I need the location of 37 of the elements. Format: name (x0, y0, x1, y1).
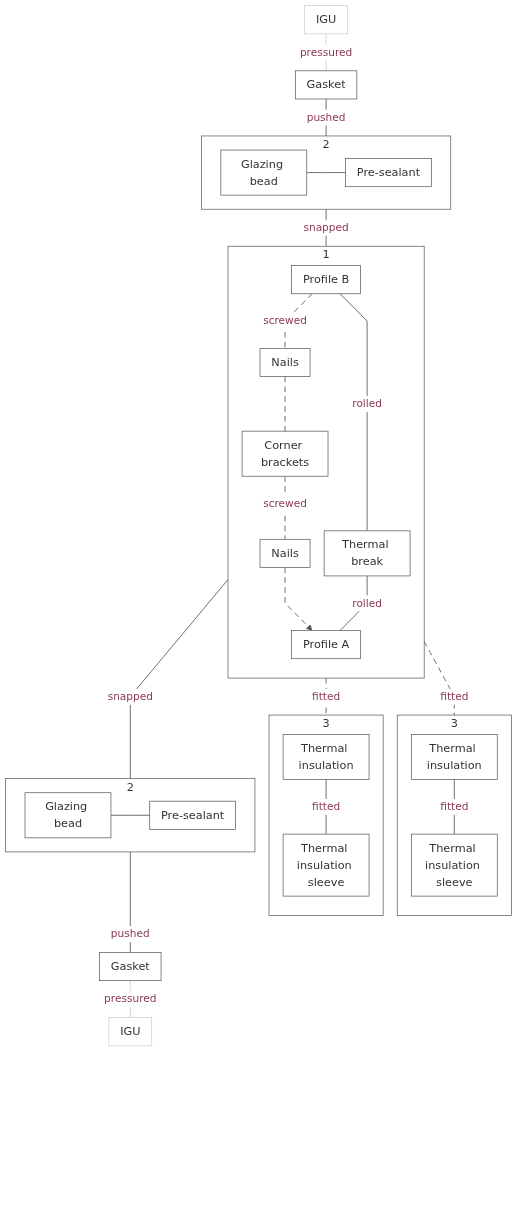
node-box: Corner brackets (241, 430, 329, 477)
node-box: IGU (108, 1017, 153, 1047)
edge-label: rolled (352, 397, 382, 411)
connector (110, 814, 151, 816)
node-box: Nails (259, 538, 311, 568)
edge-label: screwed (263, 497, 307, 510)
node-box: Glazing bead (220, 149, 308, 196)
edge-label: fitted (312, 690, 341, 703)
edge-label: snapped (107, 690, 153, 703)
node-box: Thermal break (323, 530, 411, 577)
node-box: Gasket (294, 70, 358, 100)
node-box: Thermal insulation sleeve (282, 833, 370, 897)
edge-label: rolled (352, 596, 382, 610)
node-box: Thermal insulation (410, 734, 498, 780)
edge-label: fitted (312, 800, 341, 813)
node-box: Gasket (99, 952, 162, 981)
edge-label: snapped (303, 221, 349, 234)
node-box: Glazing bead (24, 792, 112, 839)
connector (129, 579, 229, 780)
node-box: Thermal insulation (282, 734, 370, 780)
node-box: Profile B (291, 265, 361, 295)
edge-label: pressured (104, 992, 157, 1006)
connector (339, 293, 368, 532)
node-box: Pre-sealant (149, 800, 236, 830)
edge-label: fitted (440, 800, 469, 813)
edge-label: pushed (306, 110, 346, 124)
node-box: IGU (304, 5, 348, 35)
connector (306, 172, 346, 174)
node-box: Profile A (291, 630, 361, 660)
edge-label: screwed (263, 314, 307, 328)
edge-label: fitted (440, 690, 469, 703)
edge-label: pushed (110, 927, 150, 941)
node-box: Thermal insulation sleeve (410, 833, 498, 897)
node-box: Pre-sealant (345, 158, 432, 188)
node-box: Nails (259, 348, 311, 377)
connector (284, 475, 286, 540)
edge-label: pressured (299, 45, 353, 59)
